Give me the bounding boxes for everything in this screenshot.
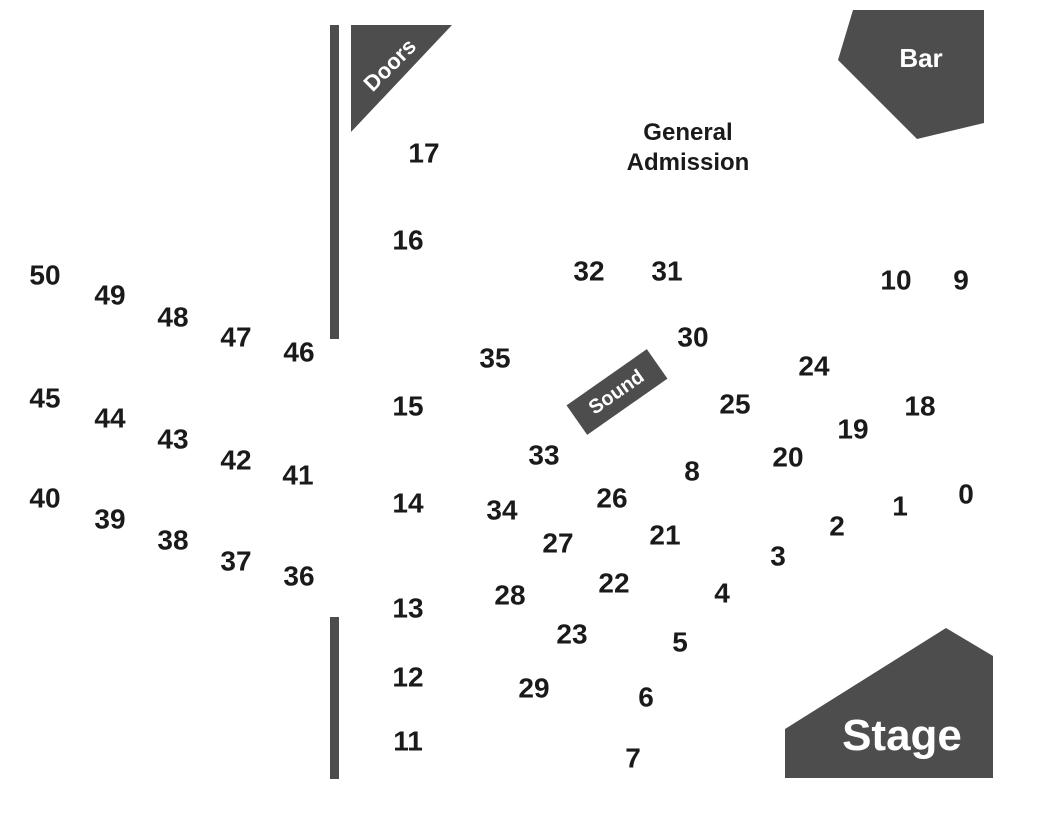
section-4[interactable]: 4	[714, 577, 730, 608]
section-2[interactable]: 2	[829, 510, 845, 541]
section-14[interactable]: 14	[392, 487, 424, 518]
section-18[interactable]: 18	[904, 390, 935, 421]
bar-label: Bar	[899, 43, 942, 73]
section-20[interactable]: 20	[772, 441, 803, 472]
section-8[interactable]: 8	[684, 455, 700, 486]
section-38[interactable]: 38	[157, 524, 188, 555]
section-48[interactable]: 48	[157, 301, 188, 332]
section-24[interactable]: 24	[798, 350, 830, 381]
stage-area[interactable]: Stage	[785, 628, 993, 778]
section-49[interactable]: 49	[94, 279, 125, 310]
section-17[interactable]: 17	[408, 137, 439, 168]
section-42[interactable]: 42	[220, 444, 251, 475]
section-12[interactable]: 12	[392, 661, 423, 692]
section-45[interactable]: 45	[29, 382, 60, 413]
stage-label: Stage	[842, 711, 962, 760]
section-15[interactable]: 15	[392, 390, 423, 421]
section-28[interactable]: 28	[494, 579, 525, 610]
section-11[interactable]: 11	[393, 725, 423, 756]
section-30[interactable]: 30	[677, 321, 708, 352]
wall-upper	[330, 25, 339, 339]
section-29[interactable]: 29	[518, 672, 549, 703]
section-0[interactable]: 0	[958, 478, 974, 509]
section-41[interactable]: 41	[282, 459, 313, 490]
section-23[interactable]: 23	[556, 618, 587, 649]
section-25[interactable]: 25	[719, 388, 750, 419]
section-37[interactable]: 37	[220, 545, 251, 576]
section-50[interactable]: 50	[29, 259, 60, 290]
doors-area[interactable]: Doors	[351, 25, 452, 132]
section-6[interactable]: 6	[638, 681, 654, 712]
section-7[interactable]: 7	[625, 742, 641, 773]
section-16[interactable]: 16	[392, 224, 423, 255]
section-33[interactable]: 33	[528, 439, 559, 470]
section-19[interactable]: 19	[837, 413, 868, 444]
bar-area[interactable]: Bar	[838, 10, 984, 139]
section-5[interactable]: 5	[672, 626, 688, 657]
section-44[interactable]: 44	[94, 402, 126, 433]
section-35[interactable]: 35	[479, 342, 510, 373]
section-10[interactable]: 10	[880, 264, 911, 295]
section-31[interactable]: 31	[651, 255, 682, 286]
section-39[interactable]: 39	[94, 503, 125, 534]
section-1[interactable]: 1	[892, 490, 908, 521]
section-22[interactable]: 22	[598, 567, 629, 598]
section-46[interactable]: 46	[283, 336, 314, 367]
section-26[interactable]: 26	[596, 482, 627, 513]
section-21[interactable]: 21	[649, 519, 680, 550]
section-3[interactable]: 3	[770, 540, 786, 571]
section-27[interactable]: 27	[542, 527, 573, 558]
general-admission-label-line1: General	[643, 119, 732, 146]
sound-booth[interactable]: Sound	[566, 349, 668, 435]
section-32[interactable]: 32	[573, 255, 604, 286]
section-34[interactable]: 34	[486, 494, 518, 525]
general-admission-label-line2: Admission	[627, 149, 750, 176]
section-43[interactable]: 43	[157, 423, 188, 454]
section-40[interactable]: 40	[29, 482, 60, 513]
section-13[interactable]: 13	[392, 592, 423, 623]
section-47[interactable]: 47	[220, 321, 251, 352]
section-36[interactable]: 36	[283, 560, 314, 591]
section-9[interactable]: 9	[953, 264, 969, 295]
section-labels: 0123456789101112131415161718192021222324…	[29, 137, 973, 773]
wall-lower	[330, 617, 339, 779]
